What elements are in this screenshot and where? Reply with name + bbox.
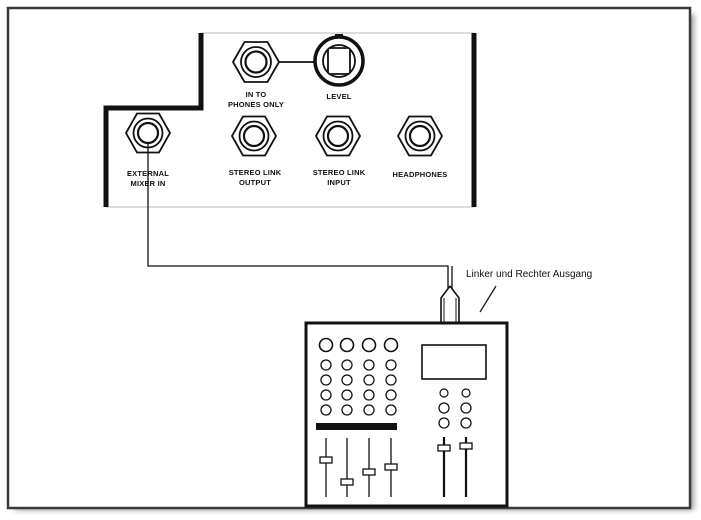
mixer-knob <box>341 404 353 416</box>
mixer-knob-large <box>318 337 334 353</box>
mixer-fader-cap <box>384 463 398 471</box>
rear-panel-edge-left <box>103 33 204 207</box>
label-in-to-phones-only-2: PHONES ONLY <box>228 100 284 109</box>
mixer-knob <box>320 404 332 416</box>
jack-stereo-link-output <box>230 115 278 157</box>
master-knob-small <box>461 388 471 398</box>
mixer-fader-cap <box>340 478 354 486</box>
master-knob <box>438 417 450 429</box>
master-knob-small <box>439 388 449 398</box>
jack-headphones <box>396 115 444 157</box>
mixer-knob <box>385 359 397 371</box>
jack-stereo-link-input <box>314 115 362 157</box>
mixer-knob <box>320 389 332 401</box>
mixer-knob <box>363 404 375 416</box>
label-in-to-phones-only-1: IN TO <box>246 90 267 99</box>
label-level: LEVEL <box>326 92 351 101</box>
callout-pointer <box>479 285 497 313</box>
jack-external-mixer-in <box>124 112 172 154</box>
mixer-knob <box>341 389 353 401</box>
y-split-connector <box>440 285 460 323</box>
mixer-knob <box>320 359 332 371</box>
mixer-knob <box>341 359 353 371</box>
mixer-knob <box>385 374 397 386</box>
label-stereo-link-output-2: OUTPUT <box>239 178 271 187</box>
label-stereo-link-output-1: STEREO LINK <box>229 168 282 177</box>
mixer-fader-cap <box>319 456 333 464</box>
mixer-master-knobs <box>438 388 472 429</box>
master-fader-cap <box>437 444 451 452</box>
mixer-knob <box>385 404 397 416</box>
master-knob <box>460 402 472 414</box>
mixer-knob <box>320 374 332 386</box>
mixer-channel-faders <box>319 438 398 497</box>
mixer-knob <box>341 374 353 386</box>
mixer-fader-cap <box>362 468 376 476</box>
mixer-knob <box>363 359 375 371</box>
master-knob <box>460 417 472 429</box>
mixer-bar <box>316 423 397 430</box>
external-mixer <box>304 321 509 508</box>
mixer-knob-large <box>339 337 355 353</box>
label-stereo-link-input-1: STEREO LINK <box>313 168 366 177</box>
mixer-channel-knobs <box>318 337 399 416</box>
callout-text: Linker und Rechter Ausgang <box>466 269 592 280</box>
mixer-master-faders <box>437 437 473 497</box>
mixer-display <box>421 344 487 380</box>
mixer-knob-large <box>383 337 399 353</box>
cable-line <box>147 142 449 288</box>
jack-level-knob <box>313 34 365 87</box>
label-headphones: HEADPHONES <box>393 170 448 179</box>
mixer-knob <box>363 374 375 386</box>
master-fader-cap <box>459 442 473 450</box>
mixer-knob <box>363 389 375 401</box>
label-stereo-link-input-2: INPUT <box>327 178 351 187</box>
master-knob <box>438 402 450 414</box>
mixer-knob-large <box>361 337 377 353</box>
mixer-knob <box>385 389 397 401</box>
